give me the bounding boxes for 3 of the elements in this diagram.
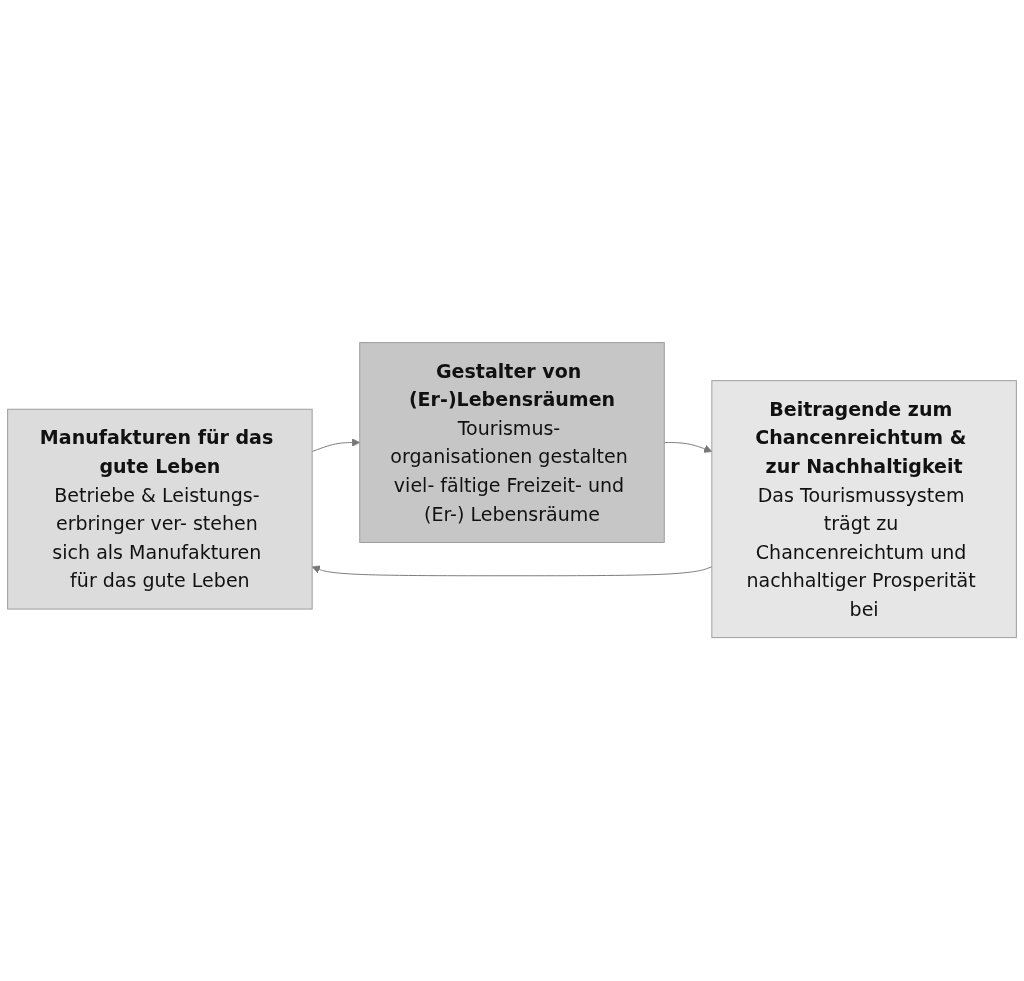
- node-box: Beitragende zum Chancenreichtum & zur Nachhaltigkeit Das Tourismussystem trägt zu Chancenreichtum und nachhaltiger Prosperität bei: [711, 380, 1017, 639]
- node-box: Manufakturen für das gute Leben Betriebe & Leistungs- erbringer ver- stehen sich als Manufakturen für das gute Leben: [7, 409, 313, 610]
- node-box: Gestalter von (Er-)Lebensräumen Tourismus- organisationen gestalten viel- fältige Freizeit- und (Er-) Lebensräume: [359, 342, 665, 544]
